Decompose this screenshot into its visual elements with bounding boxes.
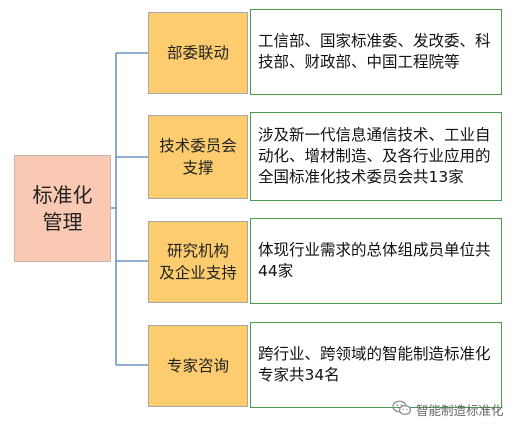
category-label: 专家咨询 — [166, 357, 229, 375]
category-box-expert-consultation: 专家咨询 — [148, 325, 248, 407]
description-text: 跨行业、跨领域的智能制造标准化专家共34名 — [258, 345, 491, 384]
category-box-technical-committee: 技术委员会 支撑 — [148, 115, 248, 199]
description-box-ministry-linkage: 工信部、国家标准委、发改委、科技部、财政部、中国工程院等 — [250, 9, 502, 95]
description-text: 工信部、国家标准委、发改委、科技部、财政部、中国工程院等 — [258, 32, 491, 71]
category-box-ministry-linkage: 部委联动 — [148, 12, 248, 94]
category-label-line1: 研究机构 — [166, 242, 229, 260]
root-label-line2: 管理 — [42, 209, 83, 234]
wechat-icon — [392, 400, 412, 419]
root-label-line1: 标准化 — [32, 182, 93, 207]
watermark-text: 智能制造标准化 — [416, 403, 504, 418]
description-box-expert-consultation: 跨行业、跨领域的智能制造标准化专家共34名 — [250, 322, 502, 408]
root-node: 标准化 管理 — [14, 155, 111, 262]
category-label-line2: 支撑 — [182, 159, 214, 177]
category-label-line2: 及企业支持 — [159, 264, 237, 282]
watermark: 智能制造标准化 — [392, 400, 504, 419]
category-label-line1: 技术委员会 — [159, 137, 237, 155]
description-text: 涉及新一代信息通信技术、工业自动化、增材制造、及各行业应用的全国标准化技术委员会… — [258, 126, 491, 186]
category-box-research-institutions: 研究机构 及企业支持 — [148, 221, 248, 303]
description-text: 体现行业需求的总体组成员单位共44家 — [258, 241, 491, 280]
category-label: 部委联动 — [166, 44, 229, 62]
description-box-research-institutions: 体现行业需求的总体组成员单位共44家 — [250, 218, 502, 304]
description-box-technical-committee: 涉及新一代信息通信技术、工业自动化、增材制造、及各行业应用的全国标准化技术委员会… — [250, 112, 502, 201]
